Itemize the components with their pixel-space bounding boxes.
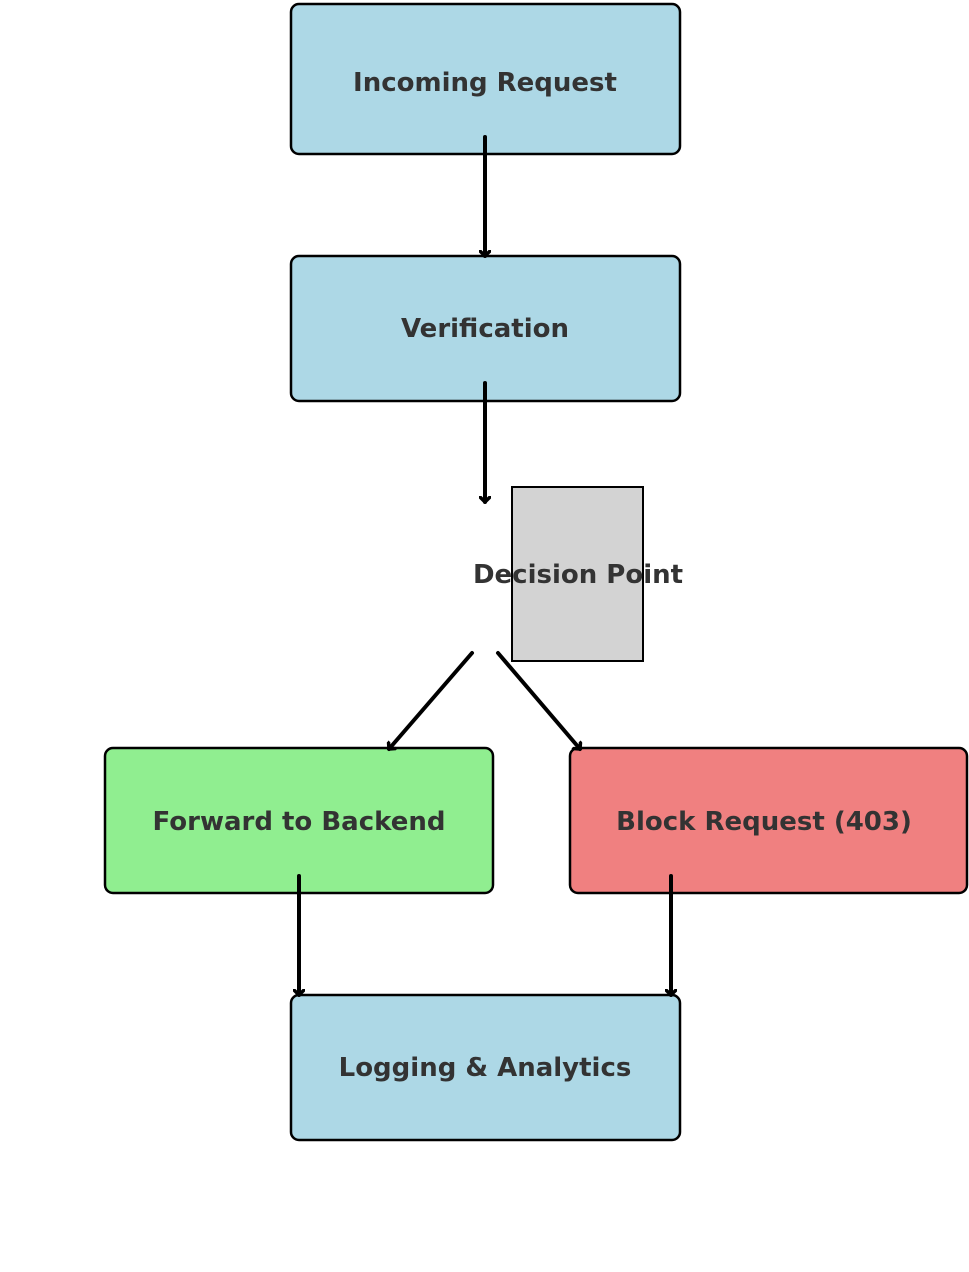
logging-analytics-box xyxy=(289,993,682,1142)
block-request-text: Block Request (403) xyxy=(616,807,912,837)
logging-analytics-label: Logging & Analytics xyxy=(339,1053,632,1083)
arrow-decision-to-forward xyxy=(389,651,474,751)
logging-analytics-text: Logging & Analytics xyxy=(339,1053,632,1083)
verification-text: Verification xyxy=(401,314,569,344)
node-block-request: Block Request (403) xyxy=(568,746,969,895)
node-logging-analytics: Logging & Analytics xyxy=(289,993,682,1142)
block-request-label: Block Request (403) xyxy=(616,807,912,837)
incoming-request-text: Incoming Request xyxy=(353,68,617,98)
node-incoming-request: Incoming Request xyxy=(289,2,682,156)
node-decision-point: Decision Point xyxy=(473,486,683,662)
incoming-request-label: Incoming Request xyxy=(353,68,617,98)
decision-point-label: Decision Point xyxy=(473,560,683,590)
forward-to-backend-text: Forward to Backend xyxy=(153,807,446,837)
forward-to-backend-label: Forward to Backend xyxy=(153,807,446,837)
arrow-decision-to-block xyxy=(496,651,580,751)
decision-point-box xyxy=(511,486,644,662)
verification-label: Verification xyxy=(401,314,569,344)
node-forward-to-backend: Forward to Backend xyxy=(103,746,495,895)
block-request-box xyxy=(568,746,969,895)
node-verification: Verification xyxy=(289,254,682,403)
